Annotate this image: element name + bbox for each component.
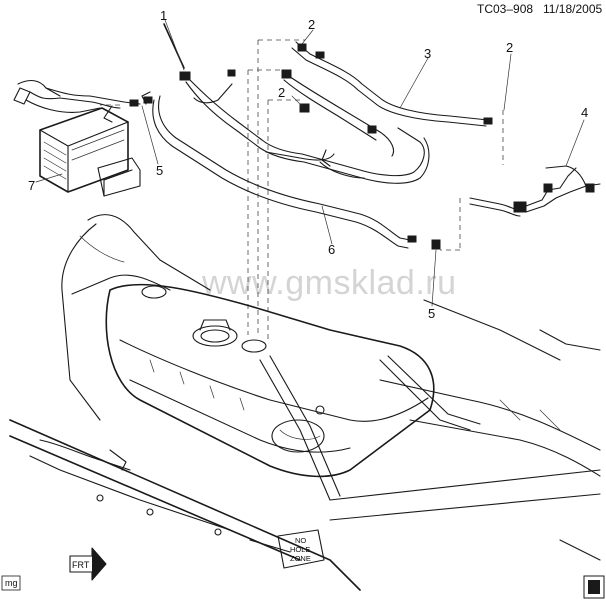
callout-7: 7 xyxy=(28,178,35,193)
vapor-canister xyxy=(13,79,153,197)
callout-5-right: 5 xyxy=(428,306,435,321)
sign-line-2: HOLE xyxy=(290,545,310,554)
sign-line-3: ZONE xyxy=(290,554,311,563)
alignment-lines xyxy=(100,39,504,340)
callout-2-middle: 2 xyxy=(278,85,285,100)
leader-lines xyxy=(35,19,585,307)
callout-5-left: 5 xyxy=(156,163,163,178)
callouts: 1 2 2 2 3 4 5 5 6 7 xyxy=(28,8,588,321)
callout-3: 3 xyxy=(424,46,431,61)
front-arrow-icon: FRT xyxy=(69,547,107,581)
callout-1: 1 xyxy=(160,8,167,23)
sign-line-1: NO xyxy=(295,536,306,545)
callout-4: 4 xyxy=(581,105,588,120)
corner-tag: mg xyxy=(1,575,21,591)
callout-2-top: 2 xyxy=(308,17,315,32)
frame-rail xyxy=(9,419,601,591)
no-hole-zone-sign: NO HOLE ZONE xyxy=(277,529,325,569)
callout-6: 6 xyxy=(328,242,335,257)
fuel-lines xyxy=(141,23,601,250)
diagram-date: 11/18/2005 xyxy=(543,2,602,16)
callout-2-right: 2 xyxy=(506,40,513,55)
diagram-code: TC03–908 xyxy=(477,2,533,16)
corner-tag-label: mg xyxy=(5,578,18,588)
corner-badge-icon xyxy=(583,575,605,599)
watermark: www.gmsklad.ru xyxy=(201,264,457,302)
front-arrow-label: FRT xyxy=(72,560,90,570)
fuel-tank-assembly xyxy=(61,214,601,501)
